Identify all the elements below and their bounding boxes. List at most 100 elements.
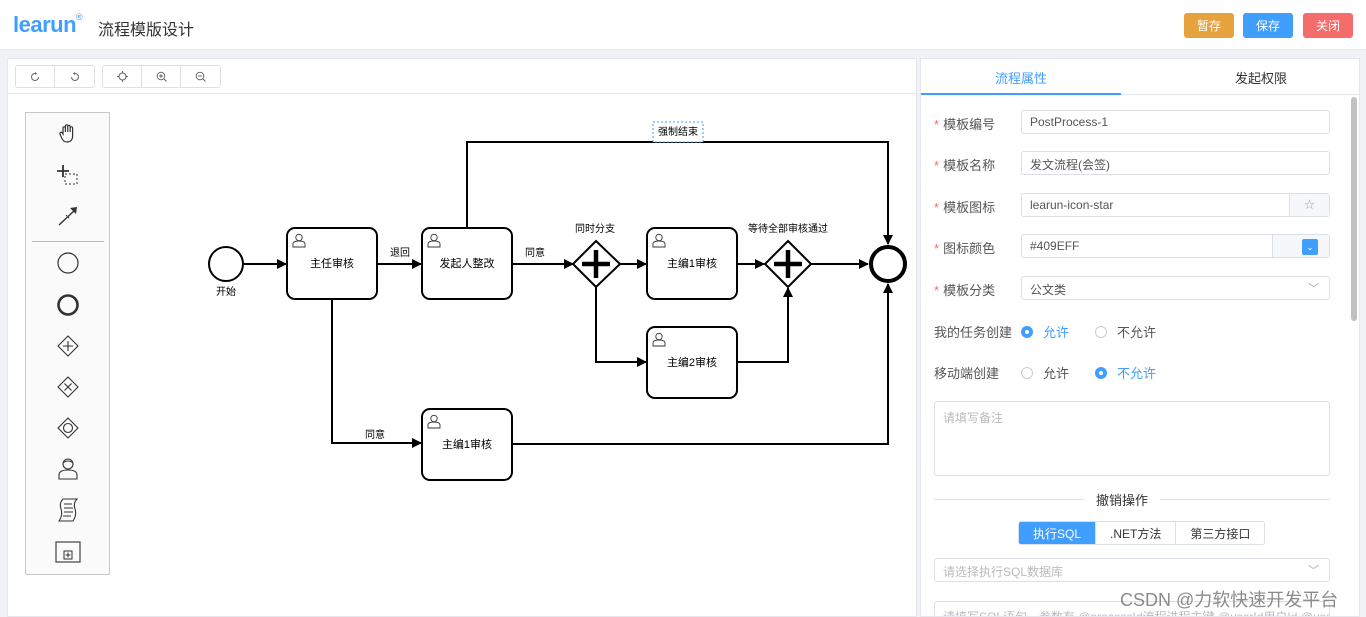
- tab-process-properties[interactable]: 流程属性: [994, 70, 1047, 86]
- zoom-out-button[interactable]: [181, 66, 220, 87]
- palette-exclusive-gateway[interactable]: [26, 369, 109, 405]
- force-end-label: 强制结束: [658, 125, 698, 138]
- undo-option-sql[interactable]: 执行SQL: [1019, 522, 1097, 544]
- palette-script-task[interactable]: [26, 492, 109, 528]
- flow-editor2-to-join[interactable]: [737, 287, 793, 363]
- task-editor2-review[interactable]: 主编2审核: [646, 326, 738, 399]
- zoom-in-button[interactable]: [142, 66, 181, 87]
- task-editor1-review-top[interactable]: 主编1审核: [646, 227, 738, 300]
- task-initiator-label: 发起人整改: [440, 256, 495, 270]
- logo: learun®: [13, 11, 83, 37]
- field-template-code: *模板编号 PostProcess-1: [921, 110, 1341, 136]
- parallel-gateway-fork[interactable]: [571, 239, 622, 289]
- fit-view-icon: [116, 71, 128, 82]
- element-palette: [25, 112, 110, 575]
- canvas-toolbar: [8, 59, 916, 94]
- template-name-input[interactable]: 发文流程(会签): [1021, 151, 1330, 175]
- bpmn-diagram: 开始 主任审核 发起人整改 主编1审核 主编2审核 主编1审核: [208, 121, 907, 481]
- watermark: CSDN @力软快速开发平台: [1120, 590, 1339, 610]
- undo-button[interactable]: [16, 66, 55, 87]
- icon-color-input[interactable]: #409EFF ⌄: [1021, 234, 1330, 258]
- history-button-group: [15, 65, 95, 88]
- draft-button[interactable]: 暂存: [1184, 13, 1234, 38]
- palette-parallel-gateway[interactable]: [26, 328, 109, 364]
- flow-agree-label: 同意: [525, 246, 545, 259]
- start-event-label: 开始: [216, 285, 236, 298]
- task-create-allow-radio[interactable]: 允许: [1021, 322, 1069, 341]
- palette-separator: [32, 241, 104, 242]
- task-editor2-label: 主编2审核: [667, 355, 717, 369]
- task-supervisor-label: 主任审核: [310, 256, 354, 270]
- flow-editor1-bottom-to-end[interactable]: [512, 283, 893, 445]
- undo-icon: [31, 71, 39, 81]
- close-button[interactable]: 关闭: [1303, 13, 1353, 38]
- hand-tool-icon: [58, 124, 73, 143]
- task-create-deny-radio[interactable]: 不允许: [1095, 322, 1156, 341]
- top-bar: learun® 流程模版设计 暂存 保存 关闭: [0, 0, 1366, 50]
- parallel-gateway-join[interactable]: [763, 239, 813, 289]
- active-tab-indicator: [921, 93, 1121, 95]
- zoom-in-icon: [156, 71, 167, 82]
- force-end-label-box[interactable]: [652, 121, 704, 143]
- page-title: 流程模版设计: [98, 22, 195, 39]
- field-template-name: *模板名称 发文流程(会签): [921, 151, 1341, 177]
- remark-textarea[interactable]: 请填写备注: [934, 401, 1330, 476]
- palette-inclusive-gateway[interactable]: [26, 410, 109, 446]
- undo-method-selector: 执行SQL .NET方法 第三方接口: [1018, 521, 1266, 545]
- properties-tabs: 流程属性 发起权限: [921, 59, 1359, 95]
- template-icon-input[interactable]: learun-icon-star ☆: [1021, 193, 1330, 217]
- template-category-select[interactable]: 公文类 ﹀: [1021, 276, 1330, 300]
- star-icon: ☆: [1303, 197, 1316, 212]
- mobile-create-deny-radio[interactable]: 不允许: [1095, 363, 1156, 382]
- properties-panel: 流程属性 发起权限 *模板编号 PostProcess-1 *模板名称 发文流程…: [920, 58, 1360, 617]
- task-editor1-bottom-label: 主编1审核: [442, 437, 492, 451]
- panel-scrollbar[interactable]: [1351, 97, 1357, 321]
- palette-user-task[interactable]: [26, 451, 109, 487]
- task-editor1-top-label: 主编1审核: [667, 256, 717, 270]
- save-button[interactable]: 保存: [1243, 13, 1293, 38]
- palette-connect-tool[interactable]: [26, 198, 109, 234]
- palette-hand-tool[interactable]: [26, 115, 109, 151]
- subprocess-icon: [54, 541, 81, 563]
- template-code-input[interactable]: PostProcess-1: [1021, 110, 1330, 134]
- flow-agree-label: 同意: [365, 428, 385, 441]
- palette-start-event[interactable]: [26, 245, 109, 281]
- color-picker-button[interactable]: ⌄: [1272, 235, 1329, 257]
- palette-end-event[interactable]: [26, 287, 109, 323]
- inclusive-gateway-icon: [56, 417, 79, 439]
- redo-button[interactable]: [55, 66, 94, 87]
- sql-statement-textarea[interactable]: 请填写SQL语句，参数有 @processId流程进程主键 @userId用户I…: [934, 601, 1330, 616]
- user-task-icon: [57, 458, 78, 480]
- icon-picker-button[interactable]: ☆: [1289, 194, 1329, 216]
- gateway-fork-label: 同时分支: [575, 223, 615, 235]
- parallel-gateway-icon: [56, 335, 79, 357]
- chevron-down-icon: ﹀: [1308, 283, 1319, 295]
- fit-view-button[interactable]: [103, 66, 142, 87]
- flow-return-label: 退回: [390, 247, 410, 259]
- field-template-category: *模板分类 公文类 ﹀: [921, 276, 1341, 302]
- undo-option-dotnet[interactable]: .NET方法: [1096, 522, 1177, 544]
- flow-agree-to-editor1-bottom[interactable]: [331, 299, 422, 448]
- mobile-create-allow-radio[interactable]: 允许: [1021, 363, 1069, 382]
- end-event[interactable]: [869, 245, 907, 283]
- exclusive-gateway-icon: [56, 376, 79, 398]
- tab-launch-permissions[interactable]: 发起权限: [1234, 70, 1287, 86]
- redo-icon: [70, 71, 79, 81]
- gateway-join-label: 等待全部审核通过: [748, 222, 828, 235]
- field-mobile-create: 移动端创建 允许 不允许: [921, 359, 1341, 385]
- connect-tool-icon: [58, 207, 77, 226]
- chevron-down-icon: ﹀: [1308, 565, 1319, 577]
- task-initiator-revise[interactable]: 发起人整改: [421, 227, 513, 300]
- palette-lasso-tool[interactable]: [26, 157, 109, 193]
- palette-subprocess[interactable]: [26, 534, 109, 570]
- task-editor1-review-bottom[interactable]: 主编1审核: [421, 408, 513, 481]
- chevron-down-icon: ⌄: [1302, 239, 1318, 255]
- lasso-tool-icon: [56, 165, 77, 185]
- undo-option-api[interactable]: 第三方接口: [1176, 522, 1265, 544]
- designer-canvas-panel: 开始 主任审核 发起人整改 主编1审核 主编2审核 主编1审核: [7, 58, 917, 617]
- start-event[interactable]: [208, 246, 244, 282]
- field-icon-color: *图标颜色 #409EFF ⌄: [921, 234, 1341, 260]
- flow-fork-to-editor2[interactable]: [595, 287, 647, 367]
- sql-database-select[interactable]: 请选择执行SQL数据库 ﹀: [934, 558, 1330, 582]
- task-supervisor-review[interactable]: 主任审核: [286, 227, 378, 300]
